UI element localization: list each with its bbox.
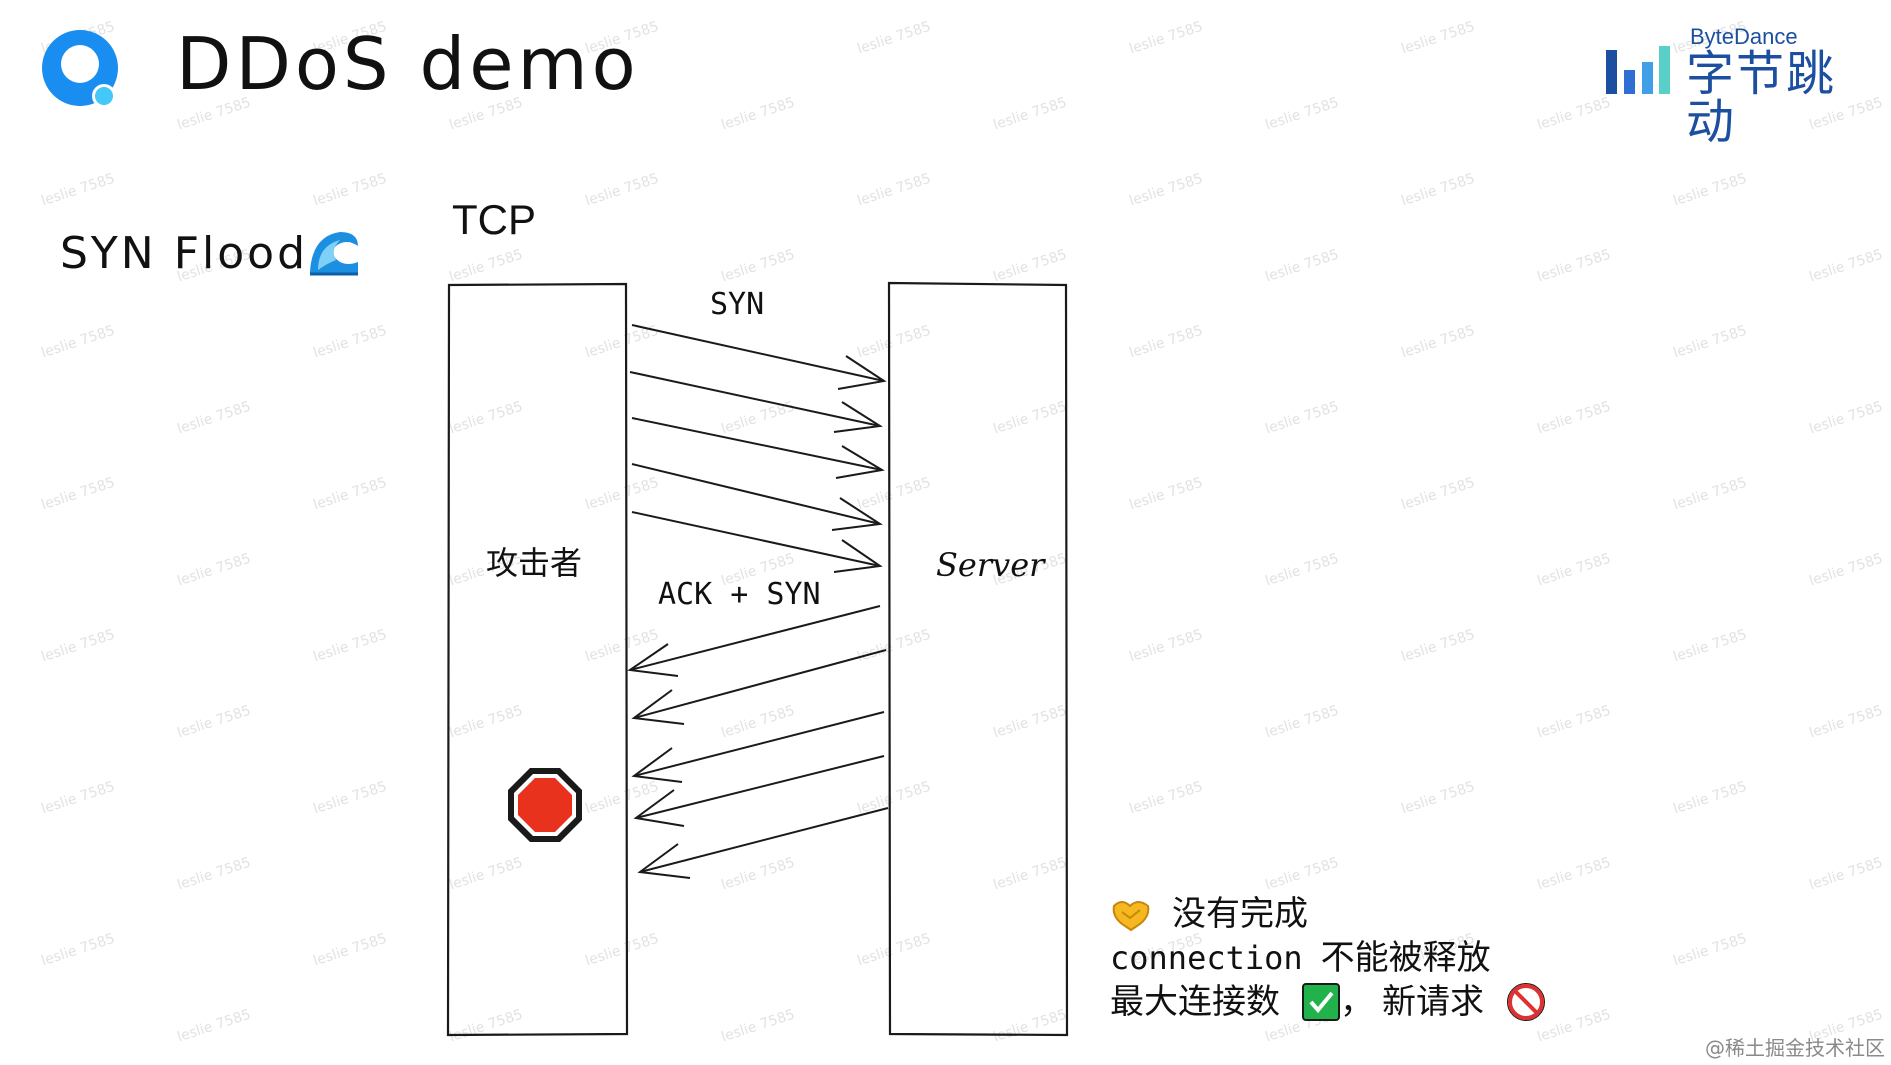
syn-arrow: [631, 463, 883, 531]
attacker-label: 攻击者: [486, 544, 582, 582]
syn-arrow: [631, 417, 885, 479]
syn-arrows: [629, 324, 887, 573]
footer-credit: @稀土掘金技术社区: [1705, 1036, 1885, 1060]
syn-arrow: [631, 511, 883, 573]
handshake-icon: [1112, 901, 1150, 932]
legend-text-4: 新请求: [1382, 982, 1484, 1022]
prohibited-icon: [1507, 983, 1545, 1021]
attacker-box: [446, 282, 629, 1037]
ack-syn-arrow: [631, 711, 885, 783]
legend-code: connection: [1110, 939, 1303, 977]
ack-syn-arrow: [633, 755, 885, 827]
wave-icon: [310, 232, 358, 276]
legend-text-2: 不能被释放: [1320, 938, 1491, 978]
ack-syn-arrow: [627, 605, 881, 677]
ack-syn-arrow: [637, 807, 889, 879]
check-mark-icon: [1302, 983, 1340, 1021]
bytedance-logo-icon: [1606, 46, 1670, 94]
server-box: [887, 281, 1069, 1037]
protocol-label: TCP: [452, 196, 536, 243]
bytedance-brand: ByteDance 字节跳动: [1604, 22, 1874, 146]
legend-line-1: 没有完成: [1110, 892, 1546, 936]
ack-syn-label: ACK + SYN: [658, 577, 821, 612]
app-logo-dot: [92, 84, 116, 108]
legend: 没有完成 connection 不能被释放 最大连接数 ， 新请求: [1110, 892, 1546, 1024]
app-logo-icon: [42, 30, 118, 106]
syn-arrow: [629, 371, 883, 433]
legend-text-1: 没有完成: [1172, 894, 1308, 934]
syn-flood-label: SYN Flood: [60, 228, 309, 279]
brand-name-cn: 字节跳动: [1686, 46, 1837, 150]
stop-sign-icon: [508, 768, 582, 842]
syn-label: SYN: [710, 287, 764, 322]
syn-arrow: [631, 324, 887, 390]
legend-text-3: 最大连接数: [1110, 982, 1280, 1022]
ack-syn-arrow: [631, 649, 887, 725]
ack-syn-arrows: [627, 605, 889, 879]
legend-separator: ，: [1340, 982, 1374, 1022]
page-title: DDoS demo: [176, 22, 640, 106]
legend-line-3: 最大连接数 ， 新请求: [1110, 980, 1546, 1024]
server-label: Server: [936, 546, 1046, 584]
brand-name-en: ByteDance: [1690, 24, 1798, 49]
legend-line-2: connection 不能被释放: [1110, 936, 1546, 980]
